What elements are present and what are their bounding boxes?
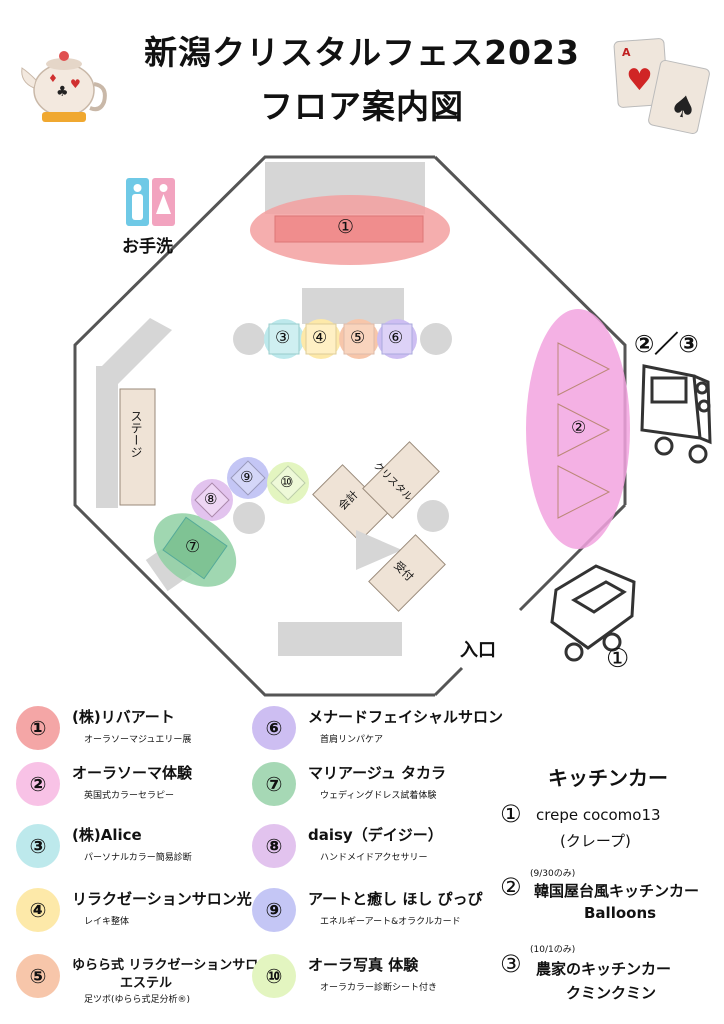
round-table (417, 500, 449, 532)
legend-name: (株)リバアート (72, 708, 175, 726)
booth-2-table (557, 465, 611, 519)
booth-3-label: ③ (275, 328, 291, 348)
svg-text:♦: ♦ (48, 72, 58, 85)
legend-name-line2: エステル (120, 976, 173, 991)
stage-label: ステージ (129, 410, 143, 458)
legend-sub: パーソナルカラー簡易診断 (84, 853, 192, 863)
booth-7-table (162, 516, 228, 580)
kitchen-car-1-name-line2: (クレープ) (560, 832, 631, 850)
legend-name: メナードフェイシャルサロン (308, 708, 504, 726)
legend-number: ① (16, 706, 60, 750)
kitchen-car-3-note: (10/1のみ) (530, 945, 576, 955)
kitchen-car-3-number: ③ (500, 950, 522, 978)
legend-number: ② (16, 762, 60, 806)
entrance-label: 入口 (460, 640, 496, 661)
legend-number: ⑤ (16, 954, 60, 998)
booth-10-table (270, 465, 306, 501)
legend-number: ⑩ (252, 954, 296, 998)
kitchen-car-23-label: ②／③ (634, 330, 699, 358)
kitchen-car-1-label: ① (606, 644, 630, 674)
legend-number: ③ (16, 824, 60, 868)
booth-8-label: ⑧ (204, 490, 218, 508)
svg-text:A: A (622, 46, 631, 59)
booth-1-label: ① (337, 216, 355, 238)
svg-text:♥: ♥ (70, 77, 81, 91)
booth-9-table (230, 460, 266, 496)
booth-2-table (557, 403, 611, 457)
booth-5-table (343, 323, 375, 355)
crystal-desk (362, 441, 440, 519)
svg-text:♥: ♥ (626, 63, 653, 98)
booth-10-label: ⑩ (280, 473, 294, 491)
uketsuke-desk (368, 534, 446, 612)
food-truck-icon (550, 564, 636, 662)
booth-2-table (557, 342, 611, 396)
food-truck-icon (640, 364, 712, 464)
page-title-line2: フロア案内図 (260, 87, 464, 126)
kitchen-car-3-name: 農家のキッチンカー (536, 960, 672, 978)
booth-5-label: ⑤ (350, 328, 366, 348)
legend-sub: オーラカラー診断シート付き (320, 983, 438, 993)
booth-9-label: ⑨ (240, 468, 254, 486)
center-gray-block (302, 288, 404, 324)
legend-number: ⑥ (252, 706, 296, 750)
kitchen-car-2-number: ② (500, 873, 522, 901)
stage (119, 388, 156, 506)
kitchen-car-1-name: crepe cocomo13 (536, 806, 661, 824)
round-table (233, 502, 265, 534)
legend-name: マリアージュ タカラ (308, 764, 446, 782)
kitchen-car-heading: キッチンカー (548, 766, 668, 790)
legend-sub: ハンドメイドアクセサリー (320, 853, 428, 863)
kitchen-car-1-number: ① (500, 800, 522, 828)
booth-4-table (305, 323, 337, 355)
booth-6-table (381, 323, 413, 355)
booth-8-table (194, 482, 230, 518)
kitchen-car-2-note: (9/30のみ) (530, 869, 576, 879)
round-table (420, 323, 452, 355)
gray-triangle (356, 530, 402, 570)
teapot-icon: ♣ ♥ ♦ (21, 51, 107, 122)
booth-3-table (268, 323, 300, 355)
floor-outline (73, 155, 435, 697)
booth-1-table (274, 215, 424, 243)
legend-sub: ウェディングドレス試着体験 (320, 791, 437, 801)
legend-sub: エネルギーアート&オラクルカード (320, 917, 461, 927)
legend-name: (株)Alice (72, 826, 142, 844)
bottom-gray-block (278, 622, 402, 656)
legend-sub: 首肩リンパケア (320, 735, 384, 745)
booth-6-label: ⑥ (388, 328, 404, 348)
legend-name: リラクゼーションサロン光 (72, 890, 252, 908)
legend-sub: レイキ整体 (84, 917, 130, 927)
round-table (233, 323, 265, 355)
legend-name: daisy（デイジー） (308, 826, 443, 844)
left-wall-block (96, 366, 118, 508)
restroom-label: お手洗 (122, 237, 173, 257)
legend-sub: オーラソーマジュエリー展 (84, 735, 192, 745)
page-title-line1: 新潟クリスタルフェス2023 (144, 33, 580, 72)
booth-4-label: ④ (312, 328, 328, 348)
floor-map (73, 155, 712, 697)
legend-name: アートと癒し ほし ぴっぴ (308, 890, 483, 908)
legend-name: オーラ写真 体験 (308, 956, 419, 974)
kitchen-car-2-name-line2: Balloons (584, 904, 657, 922)
svg-text:♣: ♣ (56, 84, 69, 100)
booth-7-label: ⑦ (185, 537, 201, 557)
legend-number: ⑦ (252, 762, 296, 806)
kitchen-car-2-name: 韓国屋台風キッチンカー (534, 882, 700, 900)
legend-number: ⑧ (252, 824, 296, 868)
legend-number: ④ (16, 888, 60, 932)
legend-number: ⑨ (252, 888, 296, 932)
legend-sub: 足ツボ(ゆらら式足分析®) (84, 995, 191, 1005)
floor-outline-bottom (433, 666, 464, 697)
legend-sub: 英国式カラーセラピー (84, 791, 175, 801)
legend-name: オーラソーマ体験 (72, 764, 193, 782)
booth-2-label: ② (571, 418, 587, 438)
kitchen-car-3-name-line2: クミンクミン (566, 984, 657, 1002)
playing-cards-icon: A ♥ ♠ (613, 38, 710, 135)
legend-name: ゆらら式 リラクゼーションサロン (72, 958, 272, 973)
restroom-icon (126, 178, 175, 226)
